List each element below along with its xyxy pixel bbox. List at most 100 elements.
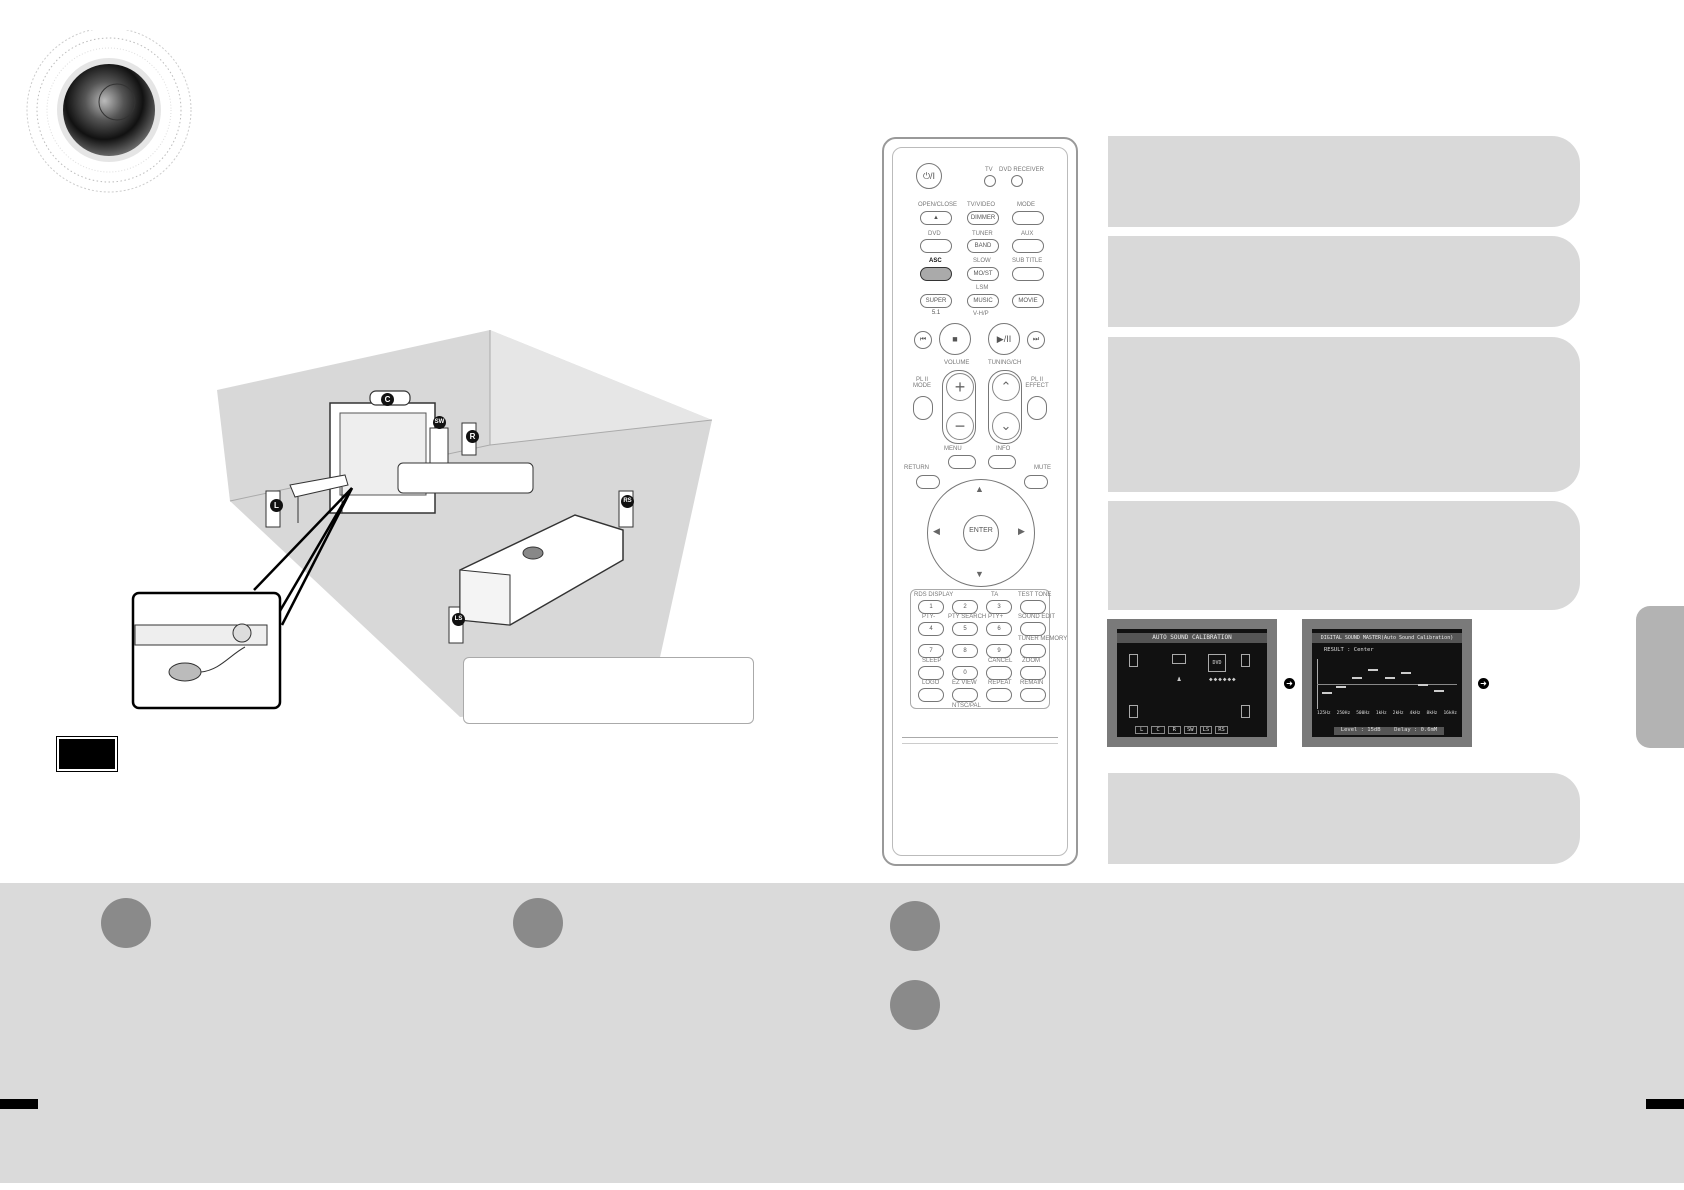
music-button[interactable]: MUSIC bbox=[967, 294, 999, 308]
open-close-label: OPEN/CLOSE bbox=[918, 202, 958, 208]
tuning-down-icon: ⌄ bbox=[992, 412, 1020, 440]
stop-button[interactable]: ■ bbox=[939, 323, 971, 355]
skip-forward-button[interactable]: ⏭ bbox=[1027, 331, 1045, 349]
test-tone-button[interactable] bbox=[1020, 600, 1046, 614]
digit-7-button[interactable]: 7 bbox=[918, 644, 944, 658]
digit-1-button[interactable]: 1 bbox=[918, 600, 944, 614]
zoom-button[interactable] bbox=[1020, 666, 1046, 680]
cancel-label: CANCEL bbox=[988, 658, 1013, 664]
mo-st-button[interactable]: MO/ST bbox=[967, 267, 999, 281]
digit-0-button[interactable]: 0 bbox=[952, 666, 978, 680]
open-close-button[interactable]: ▲ bbox=[920, 211, 952, 225]
speaker-emblem-icon bbox=[26, 30, 192, 193]
dvd-receiver-icon: DVD bbox=[1208, 654, 1226, 672]
nav-left-icon[interactable]: ◀ bbox=[933, 526, 940, 536]
digit-4-button[interactable]: 4 bbox=[918, 622, 944, 636]
movie-button[interactable]: MOVIE bbox=[1012, 294, 1044, 308]
room-diagram bbox=[131, 330, 713, 717]
dimmer-button[interactable]: DIMMER bbox=[967, 211, 999, 225]
freq-labels: 125Hz 250Hz 500Hz 1kHz 2kHz 4kHz 8kHz 16… bbox=[1317, 711, 1457, 716]
dvd-label: DVD bbox=[928, 231, 941, 237]
enter-button[interactable]: ENTER bbox=[963, 515, 999, 551]
power-button[interactable]: ⏻/I bbox=[916, 163, 942, 189]
pty-plus-label: PTY+ bbox=[988, 614, 1004, 620]
level-text: Level : 15dB bbox=[1340, 727, 1381, 733]
pl2-effect-button[interactable] bbox=[1027, 396, 1047, 420]
digit-3-button[interactable]: 3 bbox=[986, 600, 1012, 614]
logo-label: LOGO bbox=[922, 680, 940, 686]
next-arrow-icon: ➜ bbox=[1284, 678, 1295, 689]
tv-select-button[interactable] bbox=[984, 175, 996, 187]
sleep-button[interactable] bbox=[918, 666, 944, 680]
mode-button[interactable] bbox=[1012, 211, 1044, 225]
menu-button[interactable] bbox=[948, 455, 976, 469]
eq-bar bbox=[1385, 677, 1395, 679]
tuning-rocker[interactable] bbox=[988, 370, 1022, 444]
tuning-label: TUNING/CH bbox=[988, 360, 1022, 366]
signal-dots: ◆◆◆◆◆◆ bbox=[1209, 676, 1237, 683]
repeat-button[interactable] bbox=[986, 688, 1012, 702]
cancel-button[interactable] bbox=[986, 666, 1012, 680]
pty-minus-label: PTY- bbox=[922, 614, 936, 620]
digit-8-button[interactable]: 8 bbox=[952, 644, 978, 658]
freq-label: 250Hz bbox=[1336, 711, 1351, 716]
info-label: INFO bbox=[996, 446, 1011, 452]
next-arrow-icon: ➜ bbox=[1478, 678, 1489, 689]
tv-label: TV bbox=[985, 167, 993, 173]
digit-6-button[interactable]: 6 bbox=[986, 622, 1012, 636]
play-pause-button[interactable]: ▶/II bbox=[988, 323, 1020, 355]
ez-view-button[interactable] bbox=[952, 688, 978, 702]
nav-up-icon[interactable]: ▲ bbox=[975, 484, 984, 494]
logo-button[interactable] bbox=[918, 688, 944, 702]
page-mark-left bbox=[0, 1099, 38, 1109]
callout-box bbox=[463, 657, 754, 724]
aux-button[interactable] bbox=[1012, 239, 1044, 253]
eq-baseline bbox=[1317, 684, 1457, 685]
digit-9-button[interactable]: 9 bbox=[986, 644, 1012, 658]
nav-down-icon[interactable]: ▼ bbox=[975, 569, 984, 579]
super51-button[interactable]: SUPER 5.1 bbox=[920, 294, 952, 316]
note-bullet-4 bbox=[890, 980, 940, 1030]
digit-2-button[interactable]: 2 bbox=[952, 600, 978, 614]
sound-edit-button[interactable] bbox=[1020, 622, 1046, 636]
volume-down-icon: − bbox=[946, 412, 974, 440]
sleep-label: SLEEP bbox=[922, 658, 942, 664]
dvd-receiver-label: DVD RECEIVER bbox=[999, 167, 1045, 173]
delay-text: Delay : 0.6mM bbox=[1394, 727, 1438, 733]
band-button[interactable]: BAND bbox=[967, 239, 999, 253]
info-button[interactable] bbox=[988, 455, 1016, 469]
remote-divider bbox=[902, 743, 1058, 744]
remain-button[interactable] bbox=[1020, 688, 1046, 702]
result-screen: DIGITAL SOUND MASTER(Auto Sound Calibrat… bbox=[1302, 619, 1472, 747]
speaker-icon-right bbox=[1241, 654, 1250, 667]
channel-cell: RS bbox=[1215, 726, 1228, 734]
mute-button[interactable] bbox=[1024, 475, 1048, 489]
sub-title-button[interactable] bbox=[1012, 267, 1044, 281]
aux-label: AUX bbox=[1021, 231, 1034, 237]
dvd-select-button[interactable] bbox=[1011, 175, 1023, 187]
return-button[interactable] bbox=[916, 475, 940, 489]
zoom-label: ZOOM bbox=[1022, 658, 1040, 664]
freq-label: 16kHz bbox=[1443, 711, 1457, 716]
dvd-button[interactable] bbox=[920, 239, 952, 253]
eq-bar bbox=[1368, 669, 1378, 671]
pl2-mode-button[interactable] bbox=[913, 396, 933, 420]
step-box-3 bbox=[1108, 337, 1580, 492]
channel-cell: L bbox=[1135, 726, 1149, 734]
note-bullet-3 bbox=[890, 901, 940, 951]
tuner-memory-button[interactable] bbox=[1020, 644, 1046, 658]
calibration-screen: AUTO SOUND CALIBRATION DVD ♟ ◆◆◆◆◆◆ L C … bbox=[1107, 619, 1277, 747]
volume-label: VOLUME bbox=[944, 360, 970, 366]
pl2-mode-label: PL II MODE bbox=[913, 377, 931, 389]
listener-icon: ♟ bbox=[1177, 675, 1182, 683]
calibration-screen-title: AUTO SOUND CALIBRATION bbox=[1117, 633, 1267, 643]
skip-back-button[interactable]: ⏮ bbox=[914, 331, 932, 349]
tuning-up-icon: ⌃ bbox=[992, 373, 1020, 401]
nav-right-icon[interactable]: ▶ bbox=[1018, 526, 1025, 536]
pl2-effect-label: PL II EFFECT bbox=[1025, 377, 1049, 389]
volume-rocker[interactable] bbox=[942, 370, 976, 444]
step-box-4 bbox=[1108, 501, 1580, 610]
digit-5-button[interactable]: 5 bbox=[952, 622, 978, 636]
pty-search-label: PTY SEARCH bbox=[948, 614, 987, 620]
asc-button[interactable] bbox=[920, 267, 952, 281]
